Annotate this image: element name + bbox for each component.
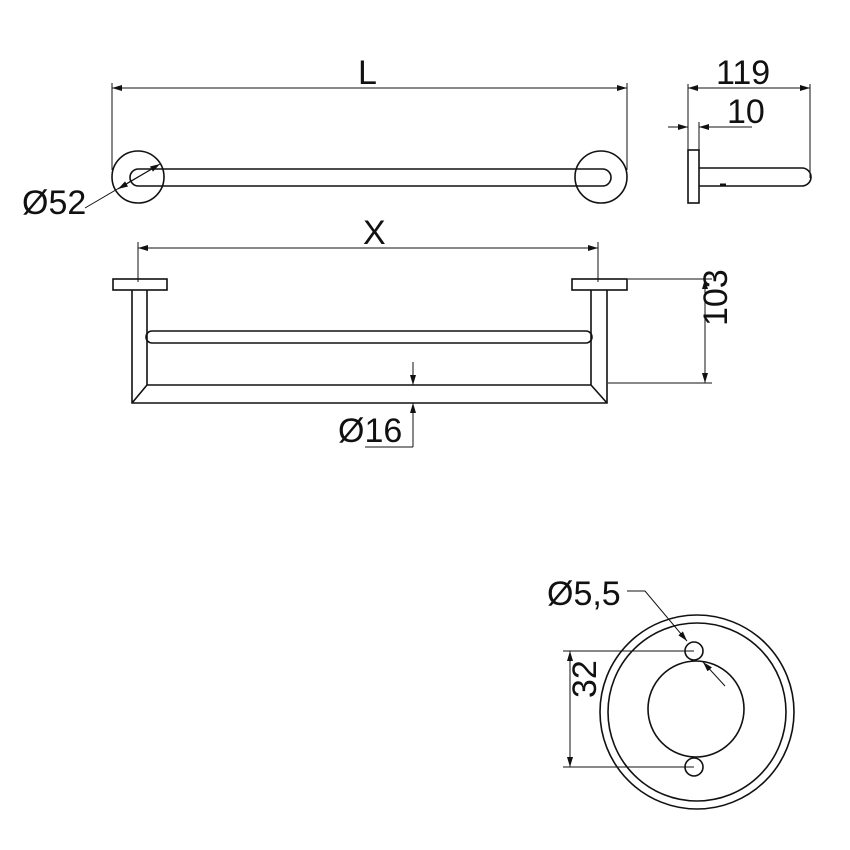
side-view: 119 10 xyxy=(668,54,812,204)
arm xyxy=(699,167,812,187)
rosette-detail: 32 Ø5,5 xyxy=(547,575,795,810)
right-rosette xyxy=(574,150,628,204)
bar-diameter-label: Ø16 xyxy=(338,412,402,450)
bar-frame xyxy=(131,290,608,404)
hole-diameter-label: Ø5,5 xyxy=(547,575,621,613)
wall-plate xyxy=(687,149,700,204)
height-label: 103 xyxy=(697,269,735,326)
left-rosette xyxy=(111,150,165,204)
plate-thickness-label: 10 xyxy=(727,93,765,131)
center-opening xyxy=(647,660,745,758)
length-label: L xyxy=(358,54,377,92)
upper-bar xyxy=(145,330,593,344)
towel-bar-top xyxy=(129,168,612,187)
left-flange xyxy=(112,278,168,291)
rosette-diameter-label: Ø52 xyxy=(22,184,86,222)
rosette-outer xyxy=(599,614,795,810)
hole-spacing-label: 32 xyxy=(566,660,604,698)
right-flange xyxy=(571,278,628,291)
projection-label: 119 xyxy=(716,54,770,92)
x-label: X xyxy=(363,214,386,252)
rosette-inner xyxy=(607,622,787,802)
front-view: X 103 Ø16 xyxy=(112,214,735,450)
top-view: L Ø52 xyxy=(22,54,628,222)
